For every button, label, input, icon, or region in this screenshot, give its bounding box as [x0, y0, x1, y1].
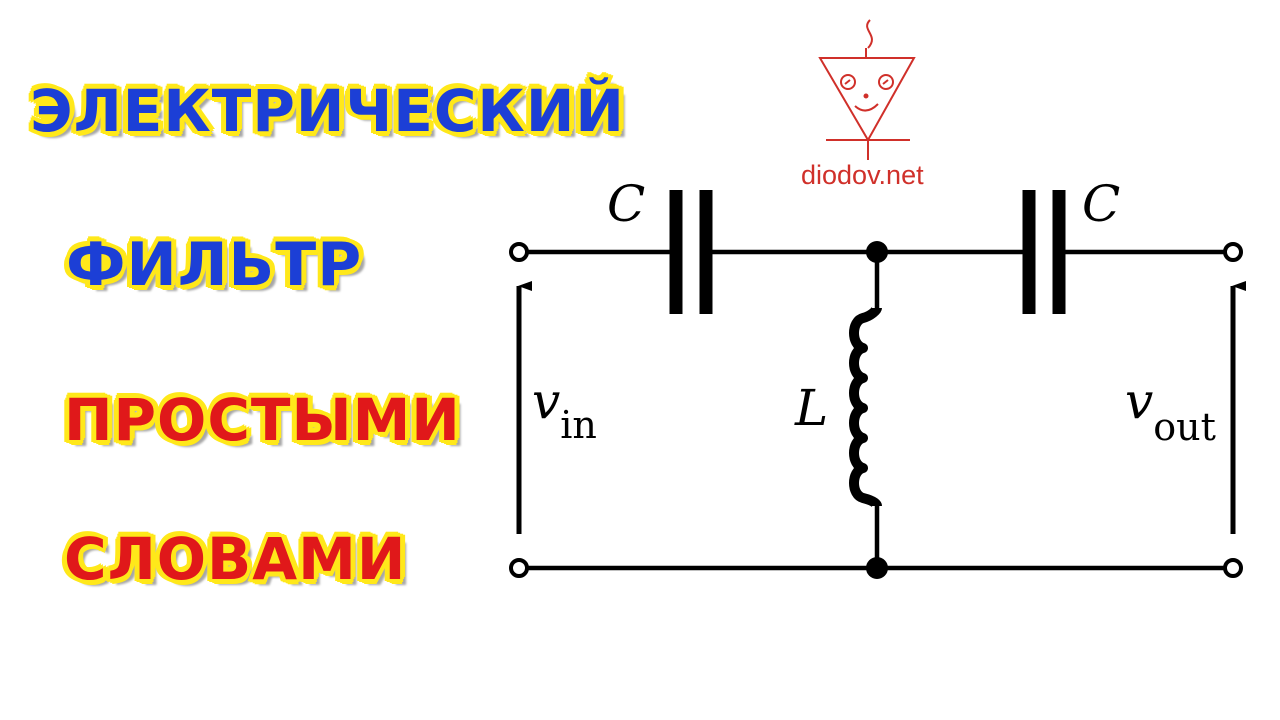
title-line-1: ЭЛЕКТРИЧЕСКИЙ — [29, 77, 625, 145]
vin-subscript: in — [560, 403, 597, 447]
capacitor-left — [669, 190, 713, 314]
capacitor-right — [1022, 190, 1066, 314]
title-line-4: СЛОВАМИ — [63, 525, 407, 593]
title-line-2: ФИЛЬТР — [65, 230, 363, 300]
terminal-out-bottom — [1223, 558, 1243, 578]
junction-top — [866, 241, 888, 263]
inductor-label: L — [794, 379, 828, 437]
terminal-in-top — [509, 242, 529, 262]
logo-text: diodov.net — [801, 160, 924, 190]
capacitor-right-label: C — [1082, 175, 1120, 233]
vout-subscript: out — [1153, 405, 1216, 449]
title-line-3: ПРОСТЫМИ — [63, 386, 461, 454]
diodov-logo-icon — [818, 19, 916, 160]
capacitor-left-label: C — [607, 175, 645, 233]
terminals — [509, 242, 1243, 578]
vin-symbol: v — [532, 372, 560, 430]
vout-symbol: v — [1125, 372, 1153, 430]
terminal-in-bottom — [509, 558, 529, 578]
inductor-coil — [849, 306, 882, 508]
voltage-arrows — [516, 281, 1246, 534]
junction-bottom — [866, 557, 888, 579]
wires — [526, 249, 1226, 571]
terminal-out-top — [1223, 242, 1243, 262]
vout-label: vout — [1125, 372, 1216, 449]
vin-label: vin — [532, 372, 597, 447]
